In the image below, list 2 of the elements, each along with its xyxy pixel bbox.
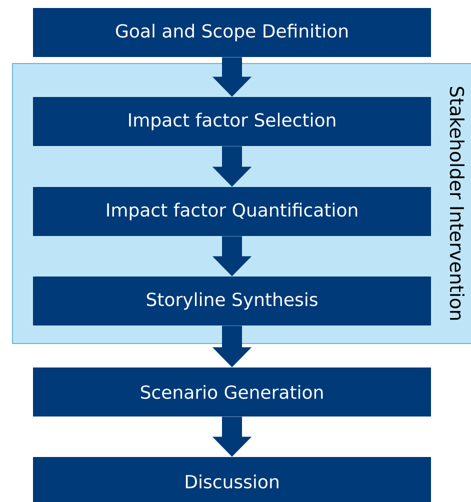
process-box: Discussion xyxy=(33,457,431,502)
process-box: Goal and Scope Definition xyxy=(33,8,431,57)
